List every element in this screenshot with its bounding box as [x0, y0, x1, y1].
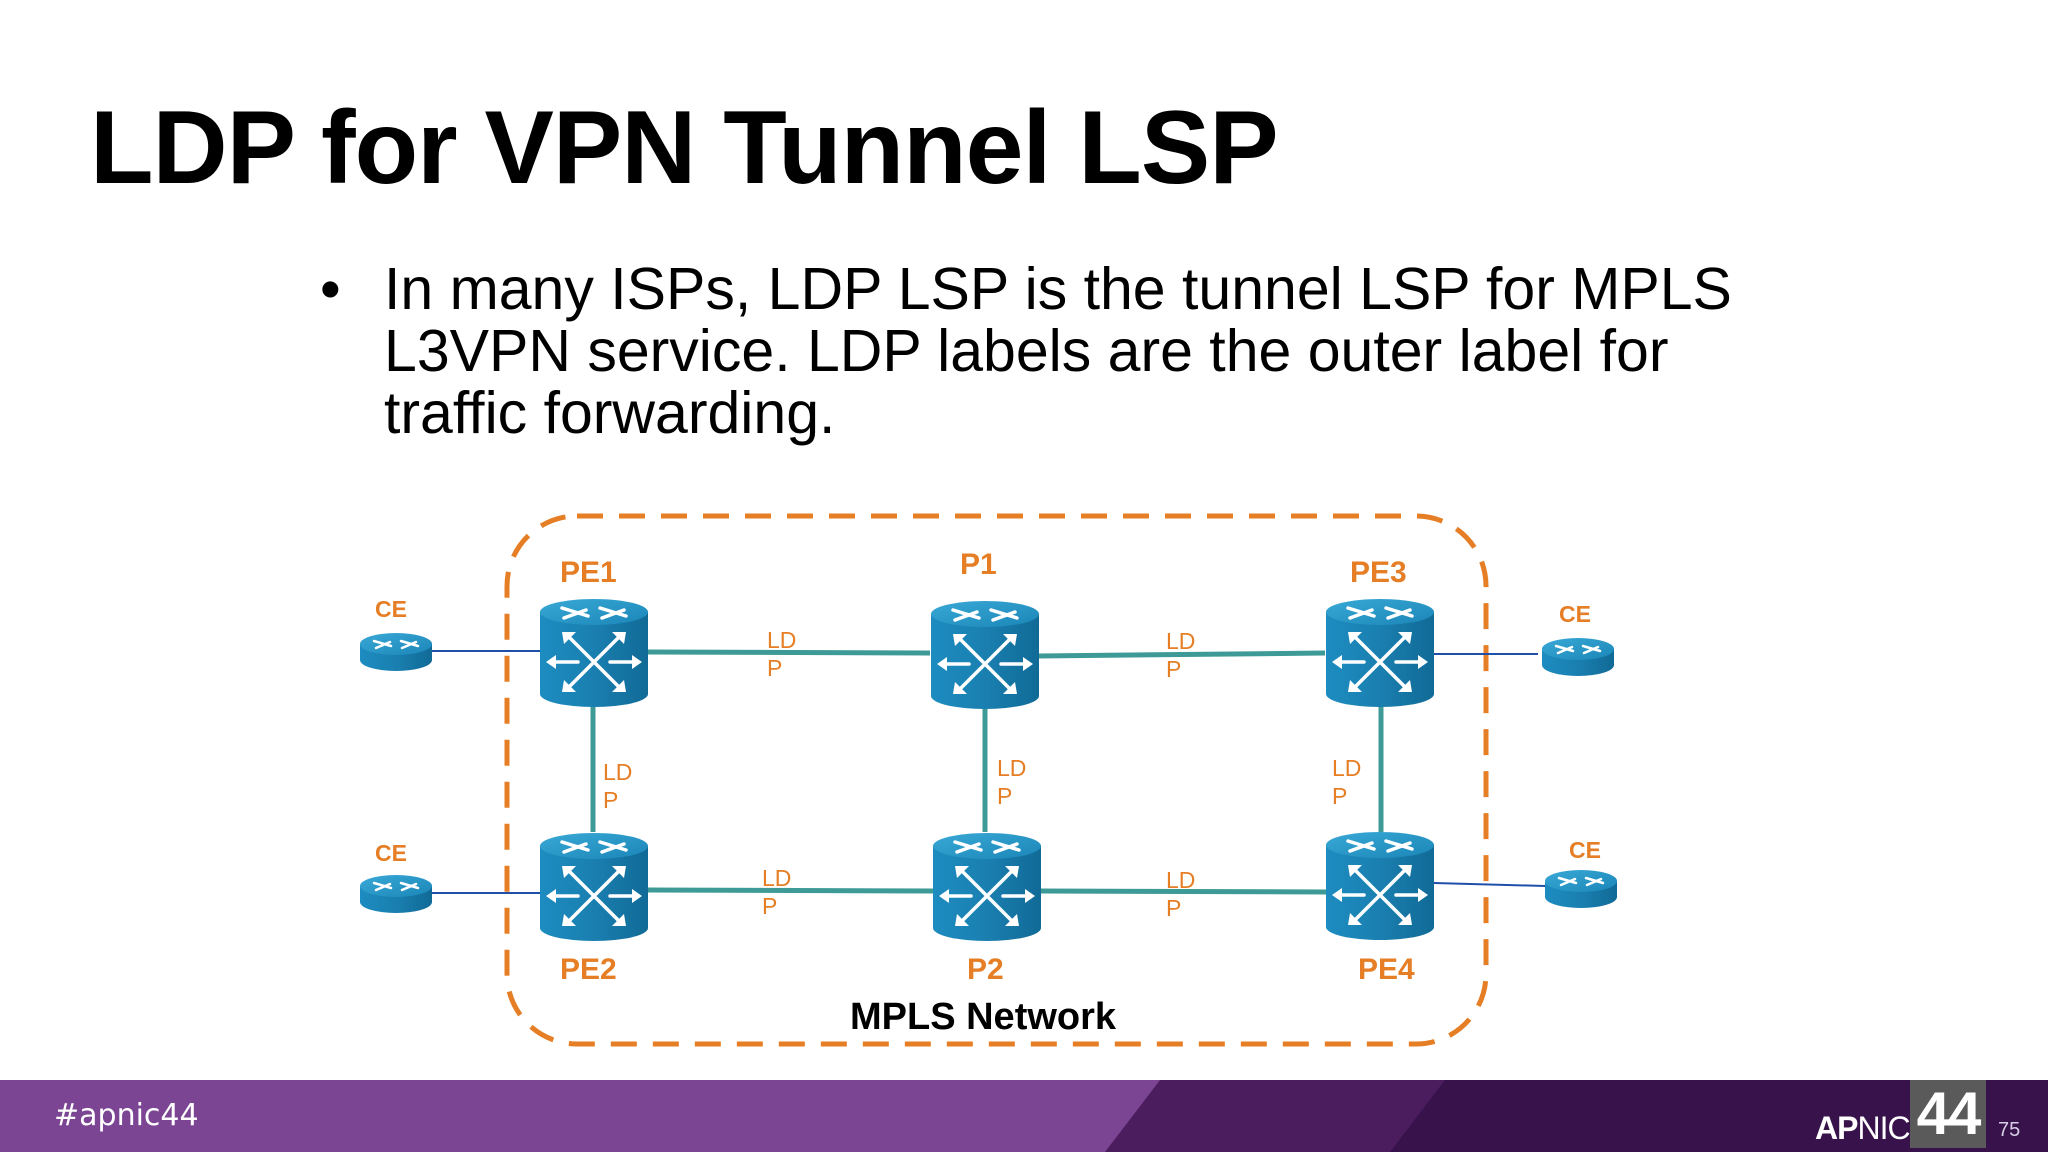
router-icon-pe2: [538, 831, 650, 943]
node-label-pe3: PE3: [1350, 556, 1407, 589]
mpls-network-boundary: [504, 513, 1489, 1047]
ce-router-icon: [1543, 868, 1619, 910]
svg-text:LD: LD: [762, 865, 791, 891]
svg-text:P: P: [1166, 656, 1181, 682]
ce-label: CE: [1569, 837, 1601, 863]
ce-router-icon: [358, 873, 434, 915]
router-icon-pe3: [1324, 597, 1436, 709]
svg-text:P: P: [603, 787, 618, 813]
footer-background: [0, 1080, 2048, 1152]
ldp-label: LD P: [1166, 867, 1195, 921]
ce-router-icon: [358, 631, 434, 673]
mpls-network-label: MPLS Network: [850, 996, 1117, 1038]
mpls-network-diagram: PE1 P1 PE3 PE2 P2 PE4 CE CE CE CE LD P L…: [358, 513, 1619, 1047]
bullet-item: • In many ISPs, LDP LSP is the tunnel LS…: [320, 258, 1790, 444]
svg-text:P: P: [1332, 783, 1347, 809]
ce-router-icon: [1540, 636, 1616, 678]
ldp-label: LD P: [767, 627, 796, 681]
svg-text:P: P: [1166, 895, 1181, 921]
ce-label: CE: [1559, 601, 1591, 627]
svg-text:LD: LD: [997, 755, 1026, 781]
event-number-badge: 44: [1910, 1080, 1986, 1148]
svg-text:P: P: [767, 655, 782, 681]
node-label-pe4: PE4: [1358, 953, 1415, 986]
ldp-label: LD P: [762, 865, 791, 919]
ldp-label: LD P: [1332, 755, 1361, 809]
ce-label: CE: [375, 596, 407, 622]
svg-text:LD: LD: [767, 627, 796, 653]
ce-access-links: [432, 650, 1546, 894]
ldp-label: LD P: [997, 755, 1026, 809]
svg-text:LD: LD: [1166, 867, 1195, 893]
router-icon-pe1: [538, 597, 650, 709]
node-label-pe1: PE1: [560, 556, 617, 589]
svg-text:LD: LD: [603, 759, 632, 785]
ldp-links: [590, 649, 1384, 895]
page-number: 75: [1998, 1119, 2021, 1141]
event-hashtag: #apnic44: [54, 1098, 199, 1133]
svg-text:P: P: [997, 783, 1012, 809]
apnic-logo: APNIC: [1815, 1110, 1911, 1146]
svg-text:P: P: [762, 893, 777, 919]
node-label-pe2: PE2: [560, 953, 617, 986]
ldp-label: LD P: [1166, 628, 1195, 682]
router-icon-p1: [929, 599, 1041, 711]
slide-title: LDP for VPN Tunnel LSP: [90, 90, 1279, 206]
bullet-dot: •: [320, 256, 341, 322]
bullet-list: • In many ISPs, LDP LSP is the tunnel LS…: [320, 258, 1790, 444]
router-icon-pe4: [1324, 830, 1436, 942]
svg-text:LD: LD: [1166, 628, 1195, 654]
ldp-label: LD P: [603, 759, 632, 813]
router-icon-p2: [931, 831, 1043, 943]
ce-label: CE: [375, 840, 407, 866]
node-label-p2: P2: [967, 953, 1004, 986]
node-label-p1: P1: [960, 548, 997, 581]
bullet-text: In many ISPs, LDP LSP is the tunnel LSP …: [384, 256, 1732, 446]
svg-text:LD: LD: [1332, 755, 1361, 781]
footer-bar: #apnic44 APNIC 44 75: [0, 1080, 2048, 1152]
